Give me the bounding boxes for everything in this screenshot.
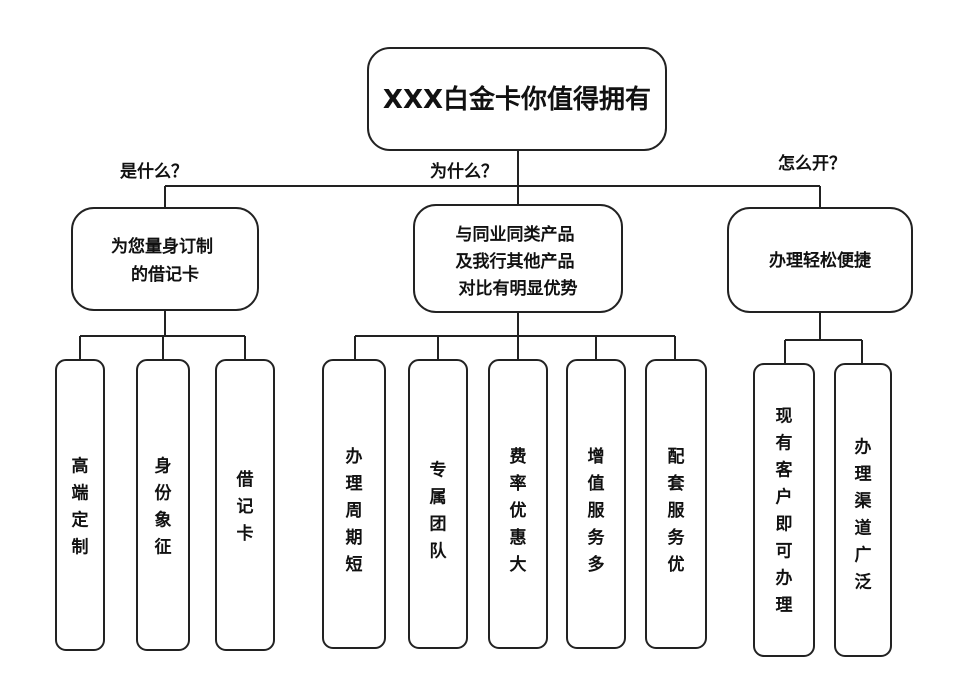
leaf-box <box>834 363 892 657</box>
leaf-box <box>408 359 468 649</box>
branch-node-why-line: 及我行其他产品 <box>456 251 575 272</box>
leaf-label-char: 渠 <box>854 491 873 512</box>
leaf-label: 办理周期短 <box>346 446 363 575</box>
leaf-label-char: 借 <box>236 469 254 490</box>
leaf-label-char: 道 <box>855 518 872 539</box>
branch-node-how-line: 办理轻松便捷 <box>769 250 872 271</box>
branch-node-why: 与同业同类产品 及我行其他产品 对比有明显优势 <box>413 204 623 313</box>
leaf-label-char: 增 <box>588 446 605 467</box>
leaf-label: 借记卡 <box>236 469 254 544</box>
leaf-box <box>322 359 386 649</box>
branch-node-what-line: 为您量身订制 <box>111 236 213 257</box>
leaf-label-char: 理 <box>776 596 793 616</box>
leaf-label-char: 高 <box>72 456 89 477</box>
leaf-label-char: 办 <box>855 437 872 458</box>
leaf-label-char: 可 <box>776 542 793 562</box>
leaf-label-char: 身 <box>155 456 172 477</box>
leaf-box <box>55 359 105 651</box>
leaf-label-char: 值 <box>588 473 605 494</box>
branch-node-why-line: 对比有明显优势 <box>459 278 578 299</box>
leaf-label: 身份象征 <box>155 456 173 558</box>
leaf-label-char: 办 <box>776 568 793 589</box>
leaf-label-char: 周 <box>346 501 363 521</box>
question-label-how: 怎么开？ <box>778 153 846 174</box>
leaf-box <box>645 359 707 649</box>
leaf-label-char: 户 <box>776 487 793 508</box>
leaf-label-char: 专 <box>430 460 447 481</box>
leaf-label-char: 务 <box>588 527 606 548</box>
branch-node-how: 办理轻松便捷 <box>727 207 913 313</box>
leaf-box <box>215 359 275 651</box>
leaf-label-char: 客 <box>775 460 794 481</box>
leaf-label-char: 套 <box>667 473 686 494</box>
branch-node-what-line: 的借记卡 <box>131 264 199 285</box>
leaf-label-char: 大 <box>510 554 527 575</box>
leaf-label: 增值服务多 <box>588 446 606 575</box>
svg-text:为您量身订制 的借记卡: 为您量身订制 的借记卡 <box>111 236 219 285</box>
leaf-boxes <box>55 359 892 657</box>
leaf-label-char: 定 <box>72 510 89 531</box>
leaf-label-char: 费 <box>510 446 527 467</box>
leaf-box <box>753 363 815 657</box>
leaf-label-char: 期 <box>346 528 363 548</box>
leaf-label-char: 份 <box>155 483 173 504</box>
leaf-label-char: 率 <box>510 473 527 494</box>
leaf-label-char: 队 <box>430 541 448 562</box>
leaf-label-char: 即 <box>776 515 793 535</box>
leaf-label-char: 优 <box>510 500 527 521</box>
question-label-what: 是什么？ <box>120 161 188 182</box>
leaf-label-char: 广 <box>855 545 872 566</box>
leaf-label-char: 泛 <box>855 573 872 593</box>
leaf-label-char: 团 <box>430 515 447 535</box>
leaf-label-char: 属 <box>430 488 447 508</box>
leaf-label-char: 惠 <box>510 527 527 548</box>
branch-node-why-line: 与同业同类产品 <box>456 224 575 245</box>
leaf-label-char: 记 <box>237 497 254 517</box>
svg-text:与同业同类产品 及我行其他产品 对比: 与同业同类产品 及我行其他产品 对比有明显优势 <box>456 224 581 299</box>
leaf-box <box>566 359 626 649</box>
leaf-label: 配套服务优 <box>667 447 686 575</box>
leaf-label-char: 配 <box>668 447 685 467</box>
leaf-label-char: 服 <box>668 501 686 521</box>
leaf-label-char: 卡 <box>237 523 254 544</box>
leaf-label-char: 有 <box>776 433 793 454</box>
leaf-box <box>488 359 548 649</box>
leaf-label-char: 象 <box>155 510 172 531</box>
leaf-label: 高端定制 <box>72 456 89 558</box>
leaf-label: 专属团队 <box>430 460 448 562</box>
root-label: XXX白金卡你值得拥有 <box>383 84 651 115</box>
connectors <box>79 150 863 364</box>
leaf-label-char: 办 <box>346 446 363 467</box>
leaf-label-char: 理 <box>346 474 363 494</box>
leaf-label: 现有客户即可办理 <box>775 407 794 616</box>
leaf-label-char: 多 <box>588 554 605 575</box>
leaf-label-char: 服 <box>588 501 606 521</box>
leaf-label-char: 征 <box>155 537 172 558</box>
question-label-why: 为什么？ <box>430 161 498 182</box>
leaf-label-char: 端 <box>72 483 89 504</box>
leaf-labels: 高端定制 身份象征 借记卡 办理周期短 专属团队 费率优惠大 增值服务多 配套服… <box>72 407 873 616</box>
root-node: XXX白金卡你值得拥有 <box>367 47 667 151</box>
leaf-label-char: 优 <box>668 554 685 575</box>
leaf-label: 费率优惠大 <box>510 446 527 575</box>
leaf-label: 办理渠道广泛 <box>854 437 873 593</box>
branch-node-what: 为您量身订制 的借记卡 <box>71 207 259 311</box>
leaf-label-char: 现 <box>776 407 793 427</box>
leaf-box <box>136 359 190 651</box>
leaf-label-char: 务 <box>668 527 686 548</box>
leaf-label-char: 短 <box>346 554 363 575</box>
leaf-label-char: 制 <box>72 537 89 558</box>
leaf-label-char: 理 <box>855 465 872 485</box>
